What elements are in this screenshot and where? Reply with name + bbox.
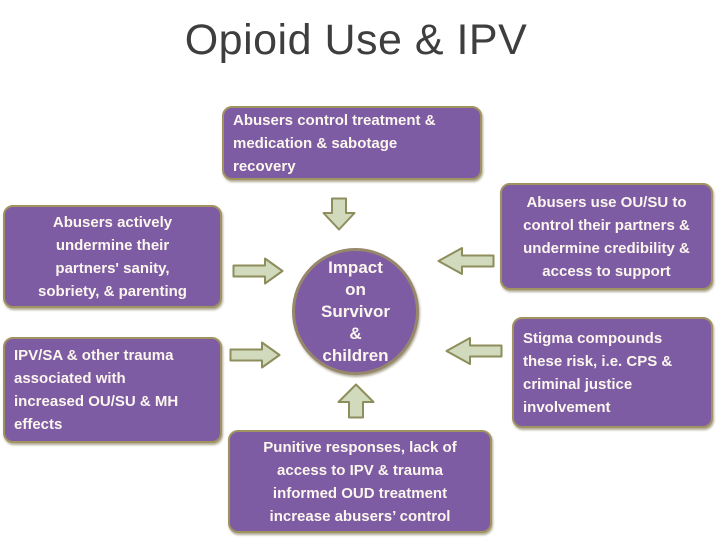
center-impact-circle: Impact on Survivor & children: [292, 248, 419, 375]
box-abusers-control-treatment: Abusers control treatment & medication &…: [222, 106, 482, 180]
arrow-down-icon: [322, 197, 356, 231]
box-abusers-use-ousu: Abusers use OU/SU to control their partn…: [500, 183, 713, 290]
circle-text: Impact on Survivor & children: [321, 257, 390, 365]
arrow-right-icon: [229, 341, 281, 369]
box-text: Abusers use OU/SU to control their partn…: [523, 193, 690, 280]
box-text: Abusers control treatment & medication &…: [233, 111, 436, 175]
box-ipv-sa-trauma: IPV/SA & other trauma associated with in…: [3, 337, 222, 443]
box-text: IPV/SA & other trauma associated with in…: [14, 347, 179, 433]
box-abusers-undermine-partners: Abusers actively undermine their partner…: [3, 205, 222, 308]
arrow-right-icon: [232, 257, 284, 285]
box-text: Abusers actively undermine their partner…: [38, 213, 187, 300]
box-punitive-responses: Punitive responses, lack of access to IP…: [228, 430, 492, 533]
box-text: Punitive responses, lack of access to IP…: [263, 438, 457, 525]
slide-title: Opioid Use & IPV: [184, 16, 528, 64]
box-stigma-compounds: Stigma compounds these risk, i.e. CPS & …: [512, 317, 713, 428]
arrow-up-icon: [337, 383, 375, 419]
arrow-left-icon: [445, 337, 503, 365]
box-text: Stigma compounds these risk, i.e. CPS & …: [523, 329, 673, 416]
arrow-left-icon: [437, 247, 495, 275]
